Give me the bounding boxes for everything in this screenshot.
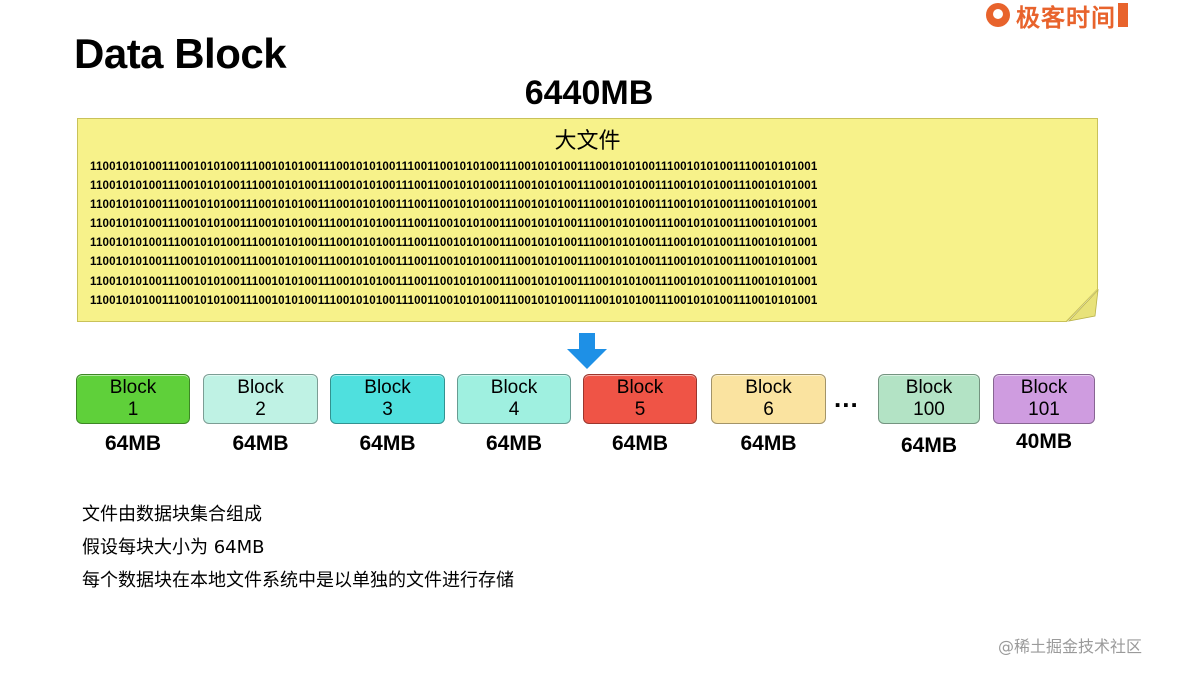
big-file-title: 大文件 xyxy=(554,129,621,154)
binary-line: 1100101010011100101010011100101010011100… xyxy=(90,198,818,212)
binary-line: 1100101010011100101010011100101010011100… xyxy=(90,236,818,250)
block-label: Block xyxy=(745,377,792,398)
block-number: 4 xyxy=(508,399,520,420)
block-size: 64MB xyxy=(232,432,289,455)
block-size: 40MB xyxy=(1015,430,1073,453)
ellipsis: ... xyxy=(834,383,859,413)
block-size: 64MB xyxy=(104,432,162,455)
block-number: 3 xyxy=(382,399,393,420)
binary-line: 1100101010011100101010011100101010011100… xyxy=(90,179,818,193)
slide-title: Data Block xyxy=(74,30,287,77)
block-label: Block xyxy=(109,377,157,398)
block-size: 64MB xyxy=(740,432,797,455)
brand-logo: 极客时间 xyxy=(986,0,1128,32)
binary-line: 1100101010011100101010011100101010011100… xyxy=(90,255,818,269)
binary-line: 1100101010011100101010011100101010011100… xyxy=(90,160,818,173)
block-label: Block xyxy=(616,377,664,398)
binary-content: 1100101010011100101010011100101010011100… xyxy=(90,157,1086,310)
binary-line: 1100101010011100101010011100101010011100… xyxy=(90,274,818,288)
binary-line: 1100101010011100101010011100101010011100… xyxy=(90,217,818,231)
binary-line: 1100101010011100101010011100101010011100… xyxy=(90,293,818,307)
bullet-item: 每个数据块在本地文件系统中是以单独的文件进行存储 xyxy=(82,570,514,591)
watermark: @稀土掘金技术社区 xyxy=(998,637,1143,656)
down-arrow-icon xyxy=(567,333,607,369)
bullet-item: 文件由数据块集合组成 xyxy=(82,504,262,525)
file-size-label: 6440MB xyxy=(524,74,654,112)
block-size: 64MB xyxy=(485,432,543,455)
block-number: 2 xyxy=(255,399,266,420)
block-size: 64MB xyxy=(359,432,416,455)
block-label: Block xyxy=(1020,377,1068,398)
block-label: Block xyxy=(364,377,411,398)
block-size: 64MB xyxy=(611,432,669,455)
logo-tag xyxy=(1118,3,1128,27)
block-number: 6 xyxy=(763,399,774,420)
block-size: 64MB xyxy=(900,434,958,457)
bullet-item: 假设每块大小为 64MB xyxy=(82,537,265,558)
big-file-note: 大文件 110010101001110010101001110010101001… xyxy=(77,118,1098,322)
block-label: Block xyxy=(905,377,953,398)
block-label: Block xyxy=(490,377,538,398)
logo-text: 极客时间 xyxy=(1016,3,1116,32)
block-number: 1 xyxy=(127,399,139,420)
block-number: 5 xyxy=(634,399,646,420)
bullet-list: 文件由数据块集合组成假设每块大小为 64MB 每个数据块在本地文件系统中是以单独的… xyxy=(82,498,514,597)
page-curl-icon xyxy=(1065,288,1099,322)
logo-icon xyxy=(986,3,1010,27)
block-label: Block xyxy=(237,377,284,398)
block-number: 101 xyxy=(1028,399,1060,420)
block-number: 100 xyxy=(913,399,945,420)
